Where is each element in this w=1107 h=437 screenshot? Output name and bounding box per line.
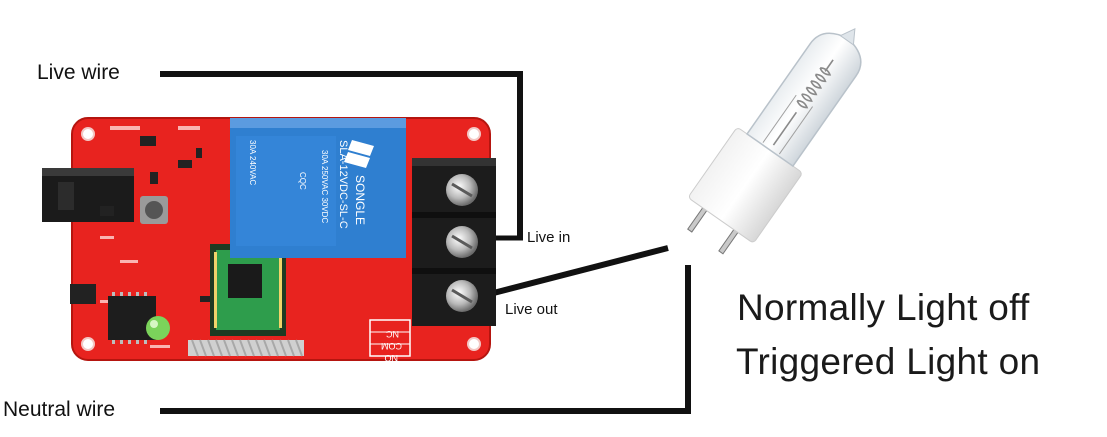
relay-model: SLA-12VDC-SL-C — [337, 140, 349, 229]
relay — [230, 118, 406, 258]
terminal-label-com: COM — [381, 341, 402, 351]
terminal-screw-nc — [446, 174, 478, 206]
triggered-light-on-caption: Triggered Light on — [736, 341, 1040, 383]
halogen-lamp — [673, 6, 888, 265]
live-wire-label: Live wire — [37, 61, 120, 85]
relay-cert-mark: CQC — [298, 172, 307, 190]
dc-power-jack — [42, 168, 134, 222]
terminal-screw-no — [446, 280, 478, 312]
live-out-wire — [478, 248, 668, 297]
normally-light-off-caption: Normally Light off — [737, 287, 1030, 329]
relay-rating-1: 30A 250VAC 30VDC — [320, 150, 329, 223]
terminal-label-nc: NC — [386, 329, 399, 339]
green-led — [146, 316, 170, 340]
microcontroller-chip — [108, 292, 156, 344]
terminal-label-no: NO — [385, 353, 399, 363]
relay-rating-2: 30A 240VAC — [248, 140, 257, 185]
terminal-screw-com — [446, 226, 478, 258]
relay-brand: SONGLE — [353, 175, 367, 225]
neutral-wire-label: Neutral wire — [3, 398, 115, 422]
live-in-label: Live in — [527, 229, 570, 246]
spring-antenna — [188, 340, 304, 356]
inductor — [140, 196, 168, 224]
pin-header — [70, 284, 96, 304]
live-out-label: Live out — [505, 301, 558, 318]
